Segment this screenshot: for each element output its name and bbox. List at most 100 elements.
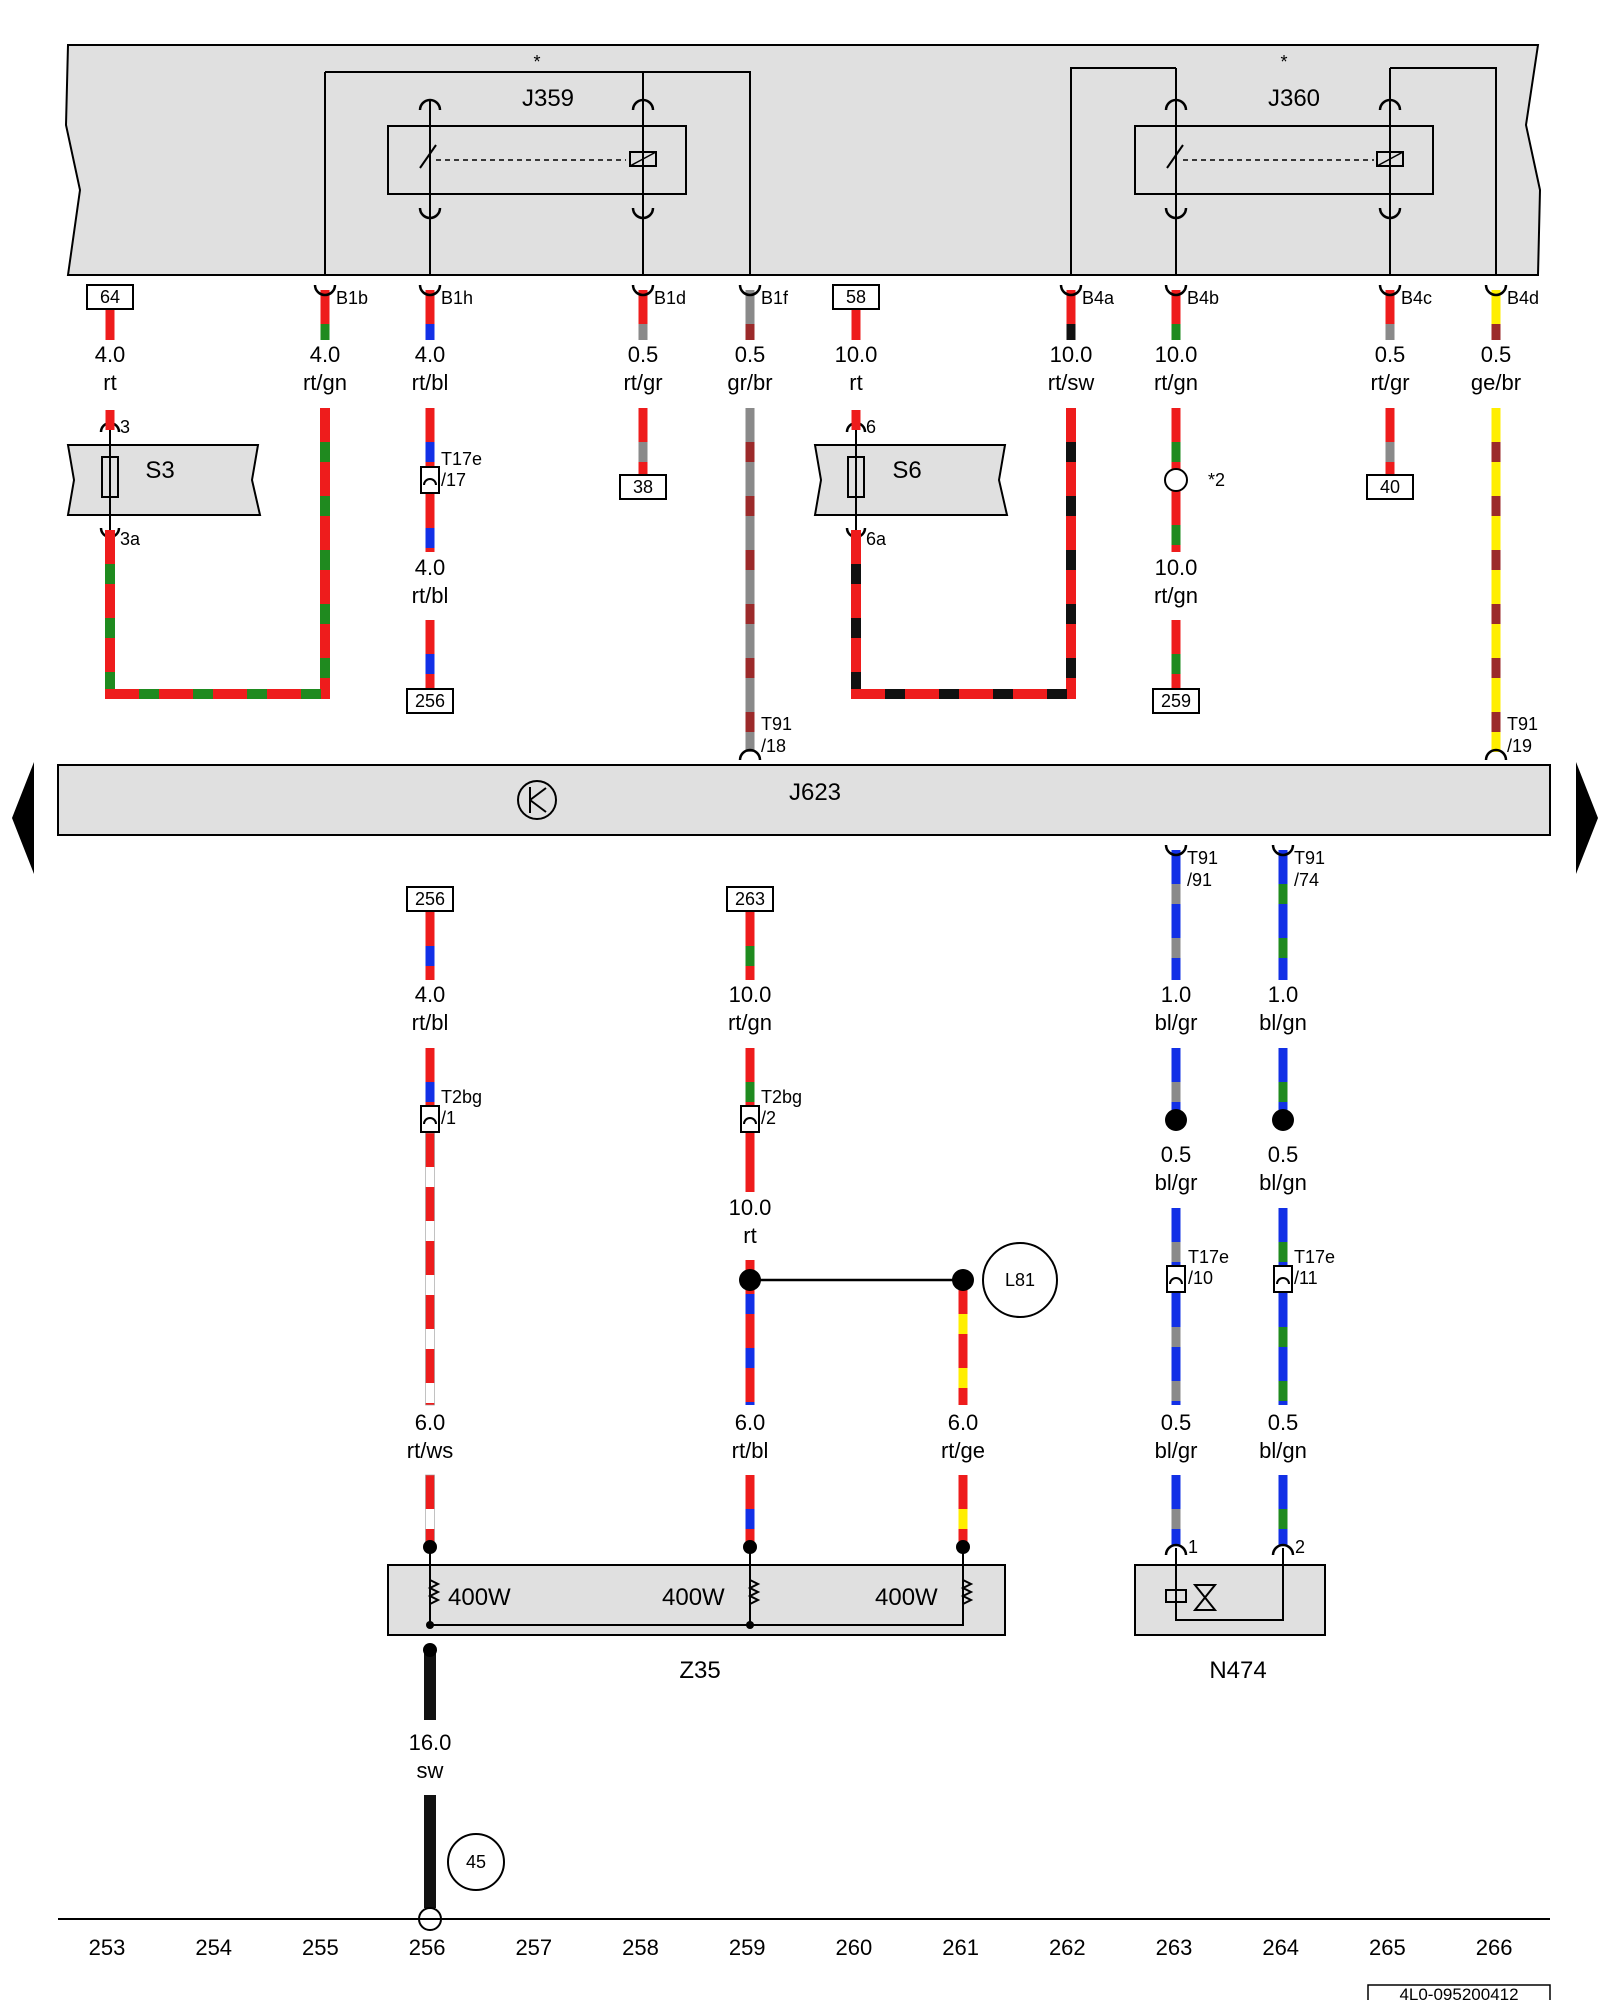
pin-t91-91: T91	[1187, 848, 1218, 868]
wire-s3-loop	[105, 689, 330, 699]
wire-263-color: rt/gn	[728, 1010, 772, 1035]
wire-58-gauge: 10.0	[835, 342, 878, 367]
wire-64-gauge: 4.0	[95, 342, 126, 367]
pin-t91-74: T91	[1294, 848, 1325, 868]
column-259: 259	[729, 1935, 766, 1960]
column-261: 261	[942, 1935, 979, 1960]
wire-z3-color: rt/ge	[941, 1438, 985, 1463]
pin-t91-18-num: /18	[761, 736, 786, 756]
wire-74b-color: bl/gn	[1259, 1170, 1307, 1195]
wire-b4a-color: rt/sw	[1048, 370, 1095, 395]
j623-label: J623	[789, 779, 841, 806]
valve-n474: 1 2	[1134, 1537, 1326, 1636]
wire-256-color: rt/bl	[412, 1010, 449, 1035]
wire-labels: 4.0rt4.0rt/gn4.0rt/bl4.0rt/bl0.5rt/gr0.5…	[95, 342, 1521, 1783]
connector-t17e-11: T17e /11	[1273, 1247, 1335, 1293]
wire-z2-gauge: 6.0	[735, 1410, 766, 1435]
wire-b1b-b	[320, 408, 330, 695]
pin-t91-91-num: /91	[1187, 870, 1212, 890]
j623-bar	[57, 764, 1551, 836]
j359-link	[325, 71, 751, 275]
wire-263-b	[745, 1048, 755, 1105]
column-263: 263	[1156, 1935, 1193, 1960]
s6-label: S6	[892, 457, 921, 484]
wire-s6-loop	[851, 689, 1076, 699]
wire-b4c-color: rt/gr	[1370, 370, 1409, 395]
svg-text:T2bg: T2bg	[761, 1087, 802, 1107]
wire-256-gauge: 4.0	[415, 982, 446, 1007]
wire-256-a	[425, 912, 435, 980]
column-257: 257	[515, 1935, 552, 1960]
wire-b1d-b	[638, 408, 648, 475]
l81-circle	[982, 1242, 1058, 1318]
heater-z35: 400W 400W 400W	[387, 1540, 1006, 1636]
svg-text:/10: /10	[1188, 1268, 1213, 1288]
wire-74-color: bl/gn	[1259, 1010, 1307, 1035]
wire-74-gauge: 1.0	[1268, 982, 1299, 1007]
wire-b1f-color: gr/br	[727, 370, 772, 395]
fuse-s3: S3 3 3a	[66, 417, 262, 549]
ref-box-40: 40	[1366, 474, 1414, 500]
wire-z2-b	[745, 1475, 755, 1545]
pin-b4d: B4d	[1507, 288, 1539, 308]
svg-text:T17e: T17e	[1188, 1247, 1229, 1267]
wire-74-a	[1278, 850, 1288, 980]
wire-b1h2-gauge: 4.0	[415, 555, 446, 580]
column-262: 262	[1049, 1935, 1086, 1960]
doc-id: 4L0-095200412	[1399, 1985, 1518, 2000]
wire-b1b-gauge: 4.0	[310, 342, 341, 367]
ground-45-circle	[447, 1833, 505, 1891]
wire-b1h-a	[425, 290, 435, 340]
svg-text:259: 259	[1161, 691, 1191, 711]
wire-b4d-color: ge/br	[1471, 370, 1521, 395]
svg-text:T17e: T17e	[441, 449, 482, 469]
pin-b1b: B1b	[336, 288, 368, 308]
heater-2-label: 400W	[662, 1584, 725, 1611]
wire-91b-color: bl/gr	[1155, 1170, 1198, 1195]
wire-z3-a	[958, 1280, 968, 1405]
wire-b1h-gauge: 4.0	[415, 342, 446, 367]
pin-t91-74-num: /74	[1294, 870, 1319, 890]
heater-3-label: 400W	[875, 1584, 938, 1611]
transistor-icon	[517, 780, 557, 820]
ground-45-label: 45	[466, 1852, 486, 1872]
svg-text:1: 1	[1188, 1537, 1198, 1557]
wire-b4b2-color: rt/gn	[1154, 583, 1198, 608]
l81-label: L81	[1005, 1270, 1035, 1290]
wire-263b-gauge: 10.0	[729, 1195, 772, 1220]
column-260: 260	[836, 1935, 873, 1960]
wire-64-a	[105, 309, 115, 340]
j359-label: J359	[522, 85, 574, 112]
svg-text:40: 40	[1380, 477, 1400, 497]
column-258: 258	[622, 1935, 659, 1960]
ground-junction	[423, 1643, 437, 1657]
column-264: 264	[1262, 1935, 1299, 1960]
svg-text:/1: /1	[441, 1108, 456, 1128]
wire-z3-gauge: 6.0	[948, 1410, 979, 1435]
z35-label: Z35	[679, 1657, 720, 1684]
wire-b1f-a	[745, 290, 755, 340]
wire-256-b	[425, 1048, 435, 1105]
wire-ground-b	[424, 1795, 436, 1908]
j360-label: J360	[1268, 85, 1320, 112]
wire-b1h-color: rt/bl	[412, 370, 449, 395]
connector-t2bg-2: T2bg /2	[740, 1087, 802, 1133]
j623-pin-marks	[738, 748, 1508, 857]
wire-b1h-b	[425, 408, 435, 466]
j360-star: *	[1280, 52, 1287, 72]
connector-t2bg-1: T2bg /1	[420, 1087, 482, 1133]
n474-label: N474	[1209, 1657, 1266, 1684]
wire-74b-gauge: 0.5	[1268, 1142, 1299, 1167]
note-star2: *2	[1208, 470, 1225, 490]
wire-74c-gauge: 0.5	[1268, 1410, 1299, 1435]
svg-text:263: 263	[735, 889, 765, 909]
heater-1-label: 400W	[448, 1584, 511, 1611]
wire-b4b-b	[1171, 408, 1181, 469]
wire-64-b	[105, 410, 115, 430]
wire-91c-color: bl/gr	[1155, 1438, 1198, 1463]
housing-pin-marks	[313, 284, 1508, 297]
svg-text:2: 2	[1295, 1537, 1305, 1557]
wire-z2-color: rt/bl	[732, 1438, 769, 1463]
wire-263-gauge: 10.0	[729, 982, 772, 1007]
